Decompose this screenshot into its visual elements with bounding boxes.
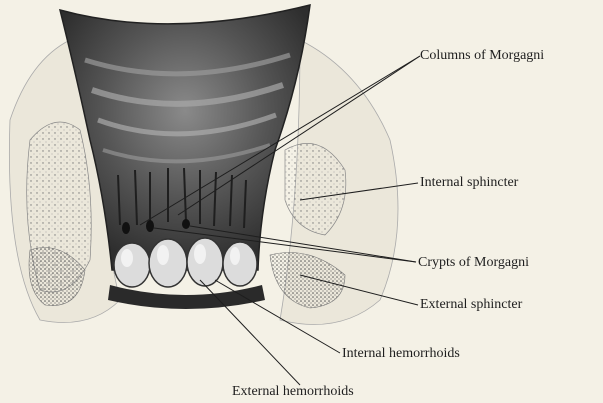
label-crypts-of-morgagni: Crypts of Morgagni [418,255,529,271]
anal-opening [108,285,265,309]
label-external-sphincter: External sphincter [420,297,522,313]
label-internal-hemorrhoids: Internal hemorrhoids [342,346,460,362]
label-external-hemorrhoids: External hemorrhoids [232,384,354,400]
label-internal-sphincter: Internal sphincter [420,175,518,191]
label-columns-of-morgagni: Columns of Morgagni [420,48,544,64]
